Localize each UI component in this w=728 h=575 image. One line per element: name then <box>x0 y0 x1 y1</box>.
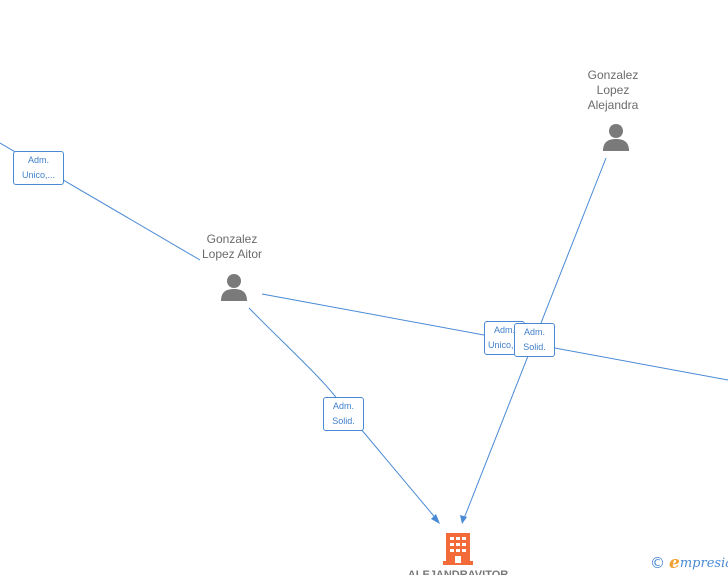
person-icon[interactable] <box>220 272 248 302</box>
role-label-aitor-company[interactable]: Adm. Solid. <box>323 397 364 431</box>
arrowhead-alejandra-company <box>460 515 467 524</box>
person-icon[interactable] <box>602 122 630 152</box>
arrowhead-aitor-company <box>431 514 440 524</box>
company-name[interactable]: ALEJANDRAVITOR <box>407 569 509 575</box>
person-name-alejandra[interactable]: Gonzalez Lopez Alejandra <box>587 68 639 112</box>
brand-name: mpresia <box>679 555 728 571</box>
role-label-left-offscreen[interactable]: Adm. Unico,... <box>13 151 64 185</box>
copyright-symbol: © <box>650 554 665 572</box>
brand-e-mark: e <box>669 553 680 573</box>
role-label-alejandra-company[interactable]: Adm. Solid. <box>514 323 555 357</box>
building-icon[interactable] <box>443 531 473 565</box>
person-name-aitor[interactable]: Gonzalez Lopez Aitor <box>201 232 263 261</box>
empresia-logo: © e mpresia <box>650 553 728 573</box>
